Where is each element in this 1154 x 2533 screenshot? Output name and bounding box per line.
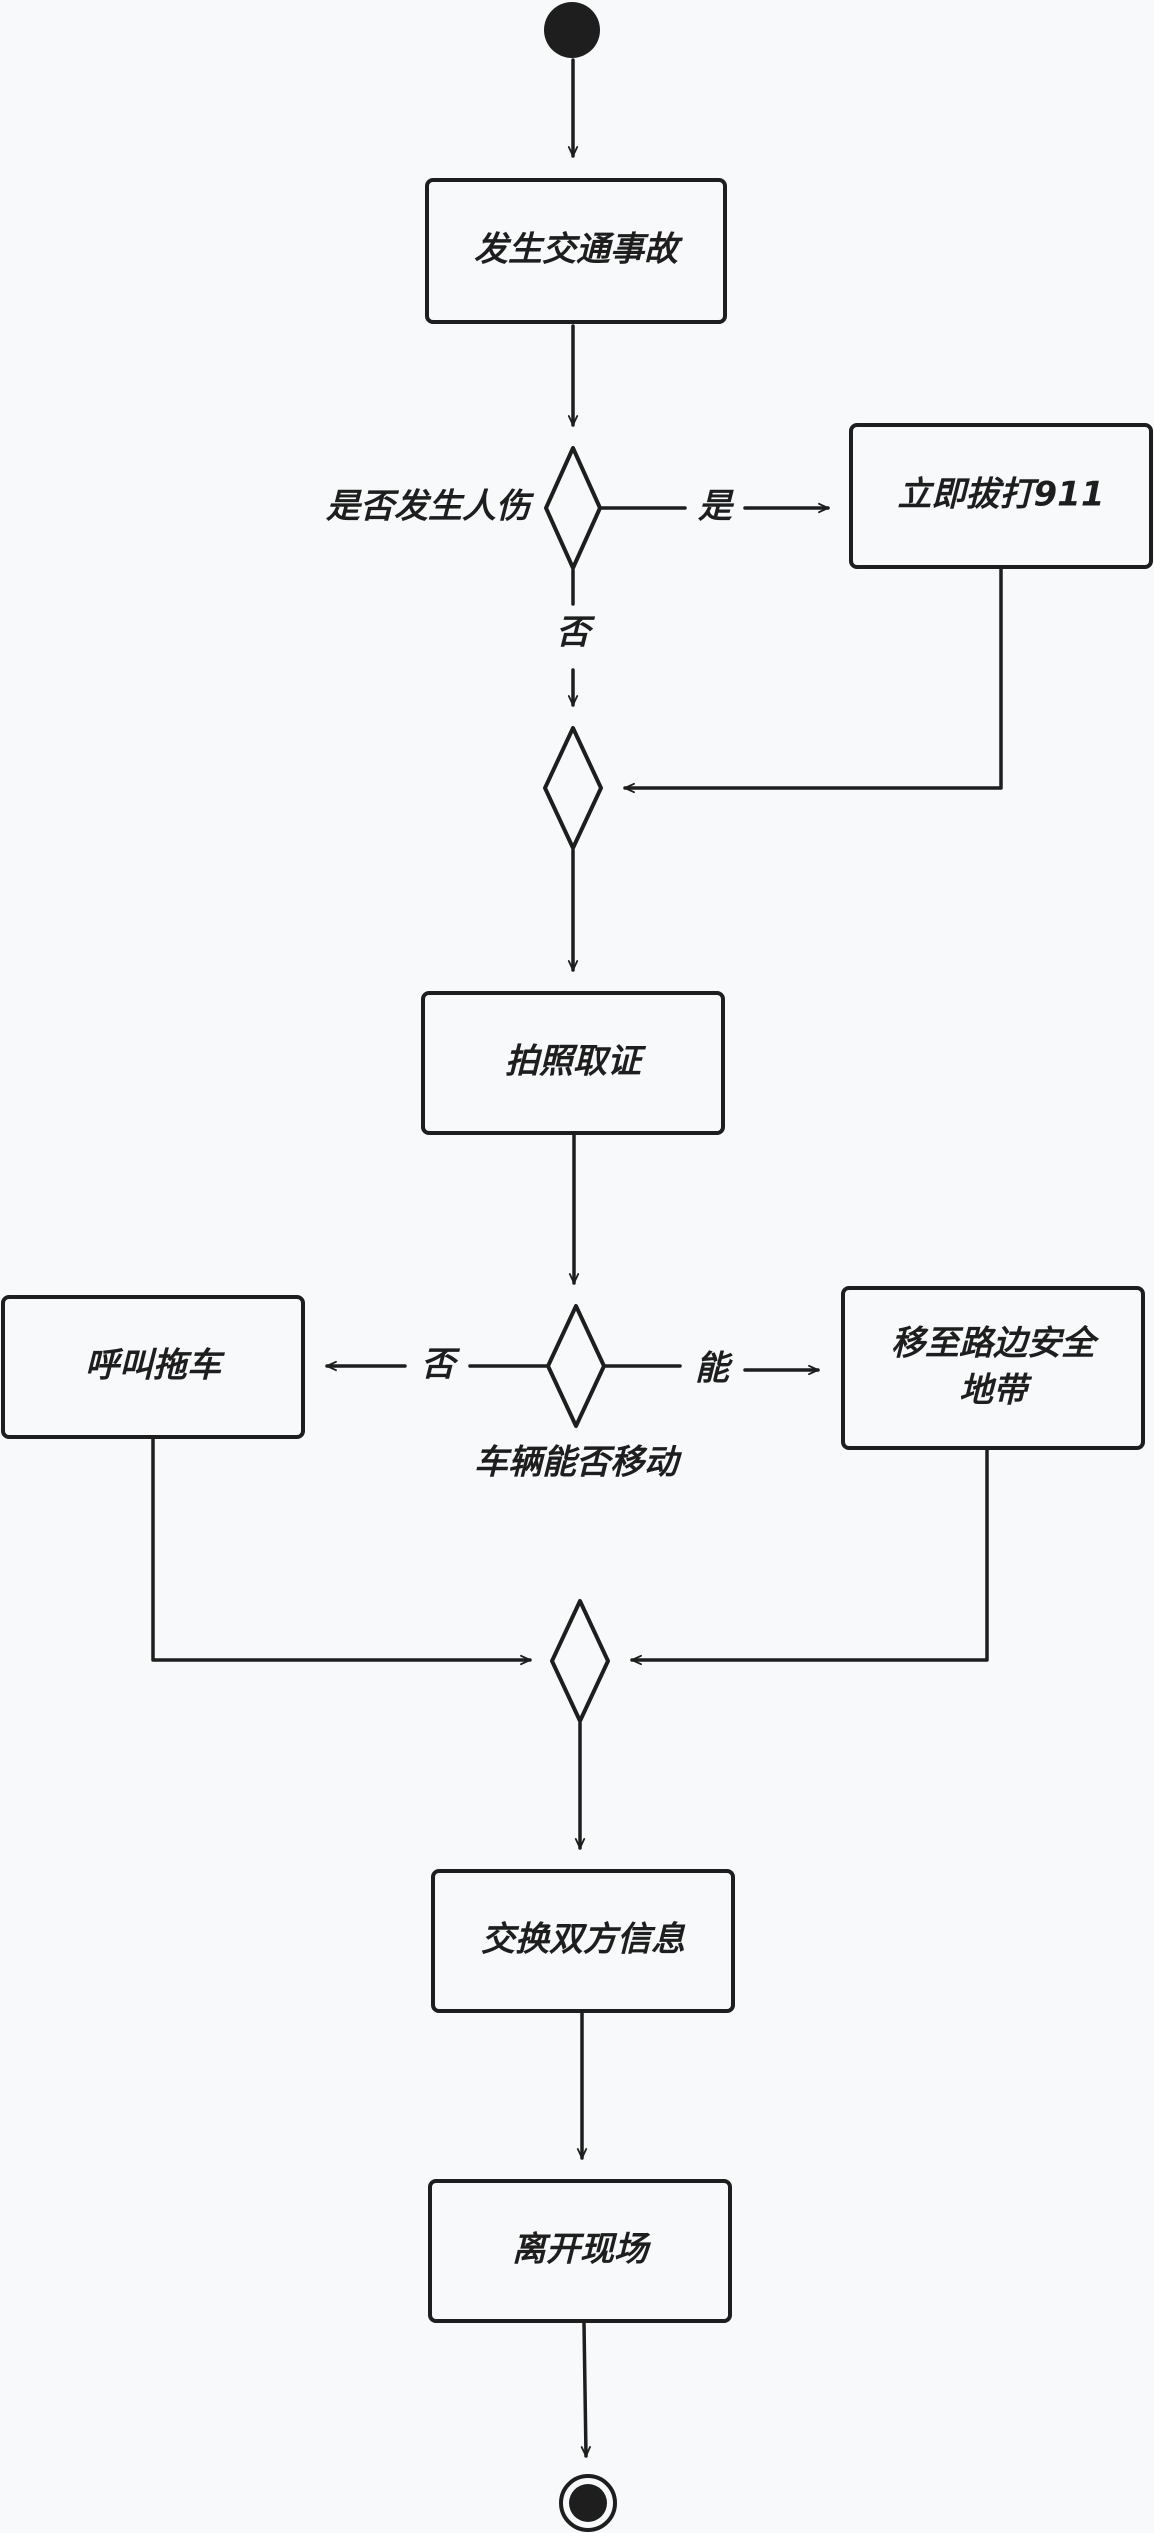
activity-move-safe: 移至路边安全 地带 [841,1286,1145,1450]
activity-tow: 呼叫拖车 [1,1295,305,1439]
start-node [544,2,600,58]
activity-exchange-label: 交换双方信息 [481,1920,686,1960]
end-node [559,2474,617,2532]
activity-move-safe-label-line1: 移至路边安全 [891,1324,1100,1364]
merge-node-2 [550,1599,610,1723]
edge-vehicle-yes-label: 能 [695,1349,733,1389]
edge-tow-to-merge [151,1435,532,1666]
edge-injury-yes-label: 是 [697,487,735,527]
decision-injury [544,446,602,570]
decision-injury-label: 是否发生人伤 [325,487,535,527]
edge-leave-to-end [580,2321,591,2458]
activity-photo-label: 拍照取证 [505,1042,647,1082]
activity-leave-label: 离开现场 [512,2230,652,2270]
activity-exchange: 交换双方信息 [431,1869,735,2013]
edge-call-911-to-merge [623,565,1003,794]
activity-accident: 发生交通事故 [425,178,727,324]
activity-move-safe-label-line2: 地带 [959,1371,1033,1411]
activity-accident-label: 发生交通事故 [474,230,683,270]
merge-node-1 [543,726,603,850]
edge-vehicle-no-label: 否 [421,1345,461,1385]
activity-photo: 拍照取证 [421,991,725,1135]
decision-vehicle [546,1304,606,1428]
activity-tow-label: 呼叫拖车 [85,1346,226,1386]
decision-vehicle-label: 车辆能否移动 [474,1443,682,1483]
activity-call-911: 立即拔打911 [849,423,1153,569]
edge-move-safe-to-merge [630,1446,989,1666]
activity-call-911-label: 立即拔打911 [898,475,1105,515]
edge-injury-no-label: 否 [556,613,596,653]
activity-leave: 离开现场 [428,2179,732,2323]
